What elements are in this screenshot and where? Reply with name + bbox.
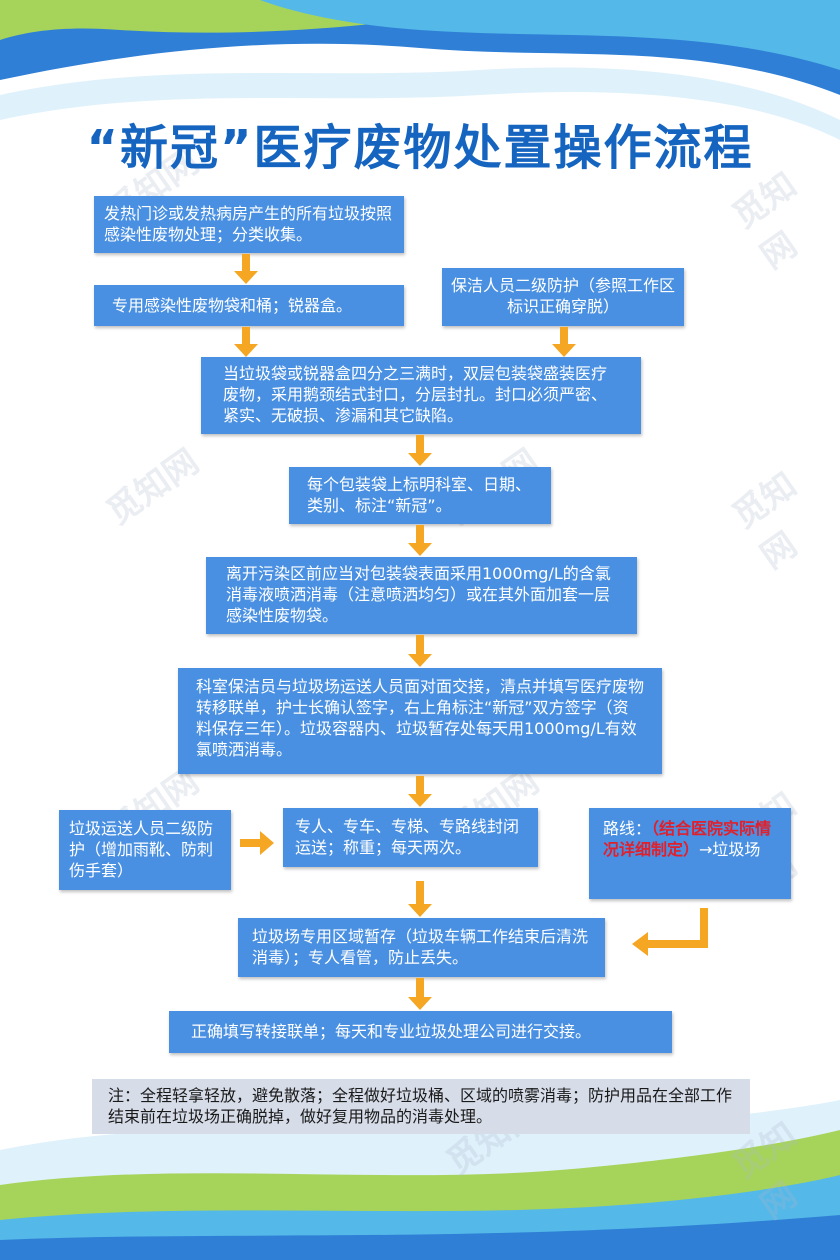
top-wave-decoration <box>0 0 840 140</box>
step-5-box: 离开污染区前应当对包装袋表面采用1000mg/L的含氯消毒液喷洒消毒（注意喷洒均… <box>206 557 637 634</box>
arrow-down-icon <box>408 881 432 917</box>
arrow-down-icon <box>408 978 432 1010</box>
arrow-down-icon <box>234 327 258 357</box>
elbow-arrow-left-icon <box>632 908 708 956</box>
step-7-box: 专人、专车、专梯、专路线封闭运送；称重；每天两次。 <box>283 808 538 867</box>
step-2-text: 专用感染性废物袋和桶；锐器盒。 <box>112 296 353 315</box>
step-9-box: 正确填写转接联单；每天和专业垃圾处理公司进行交接。 <box>169 1011 672 1053</box>
page-title: “新冠”医疗废物处置操作流程 <box>86 120 754 176</box>
route-highlight: （结合医院实际情况详细制定） <box>603 819 772 859</box>
bottom-wave-decoration <box>0 1100 840 1260</box>
arrow-down-icon <box>234 254 258 284</box>
step-8-box: 垃圾场专用区域暂存（垃圾车辆工作结束后清洗消毒）；专人看管，防止丢失。 <box>238 918 605 977</box>
step-3-text: 当垃圾袋或锐器盒四分之三满时，双层包装袋盛装医疗废物，采用鹅颈结式封口，分层封扎… <box>223 364 608 425</box>
transporter-protection-box: 垃圾运送人员二级防护（增加雨靴、防刺伤手套） <box>59 810 231 890</box>
cleaner-protection-box: 保洁人员二级防护（参照工作区标识正确穿脱） <box>442 268 684 326</box>
step-8-text: 垃圾场专用区域暂存（垃圾车辆工作结束后清洗消毒）；专人看管，防止丢失。 <box>252 927 589 967</box>
cleaner-protection-text: 保洁人员二级防护（参照工作区标识正确穿脱） <box>450 276 675 316</box>
step-3-box: 当垃圾袋或锐器盒四分之三满时，双层包装袋盛装医疗废物，采用鹅颈结式封口，分层封扎… <box>201 357 641 434</box>
transporter-protection-text: 垃圾运送人员二级防护（增加雨靴、防刺伤手套） <box>69 819 214 880</box>
footnote: 注：全程轻拿轻放，避免散落；全程做好垃圾桶、区域的喷雾消毒；防护用品在全部工作结… <box>92 1079 750 1134</box>
step-1-box: 发热门诊或发热病房产生的所有垃圾按照感染性废物处理；分类收集。 <box>94 196 404 253</box>
step-4-box: 每个包装袋上标明科室、日期、类别、标注“新冠”。 <box>289 467 551 524</box>
watermark: 觅知网 <box>725 465 805 577</box>
arrow-down-icon <box>552 327 576 357</box>
step-6-box: 科室保洁员与垃圾场运送人员面对面交接，清点并填写医疗废物转移联单，护士长确认签字… <box>178 668 662 774</box>
step-7-text: 专人、专车、专梯、专路线封闭运送；称重；每天两次。 <box>295 817 520 857</box>
step-4-text: 每个包装袋上标明科室、日期、类别、标注“新冠”。 <box>307 475 532 515</box>
step-5-text: 离开污染区前应当对包装袋表面采用1000mg/L的含氯消毒液喷洒消毒（注意喷洒均… <box>226 564 611 625</box>
arrow-down-icon <box>408 435 432 466</box>
step-6-text: 科室保洁员与垃圾场运送人员面对面交接，清点并填写医疗废物转移联单，护士长确认签字… <box>196 677 645 759</box>
arrow-down-icon <box>408 525 432 556</box>
route-box: 路线：（结合医院实际情况详细制定）→垃圾场 <box>589 808 791 899</box>
step-2-box: 专用感染性废物袋和桶；锐器盒。 <box>94 285 404 326</box>
route-prefix: 路线： <box>603 819 652 838</box>
arrow-right-icon <box>240 831 274 855</box>
step-9-text: 正确填写转接联单；每天和专业垃圾处理公司进行交接。 <box>191 1022 592 1041</box>
route-text: 路线：（结合医院实际情况详细制定）→垃圾场 <box>603 819 771 859</box>
watermark: 觅知网 <box>99 441 207 534</box>
arrow-down-icon <box>408 635 432 667</box>
step-1-text: 发热门诊或发热病房产生的所有垃圾按照感染性废物处理；分类收集。 <box>104 204 393 244</box>
arrow-down-icon <box>408 776 432 807</box>
route-suffix: →垃圾场 <box>699 840 761 859</box>
